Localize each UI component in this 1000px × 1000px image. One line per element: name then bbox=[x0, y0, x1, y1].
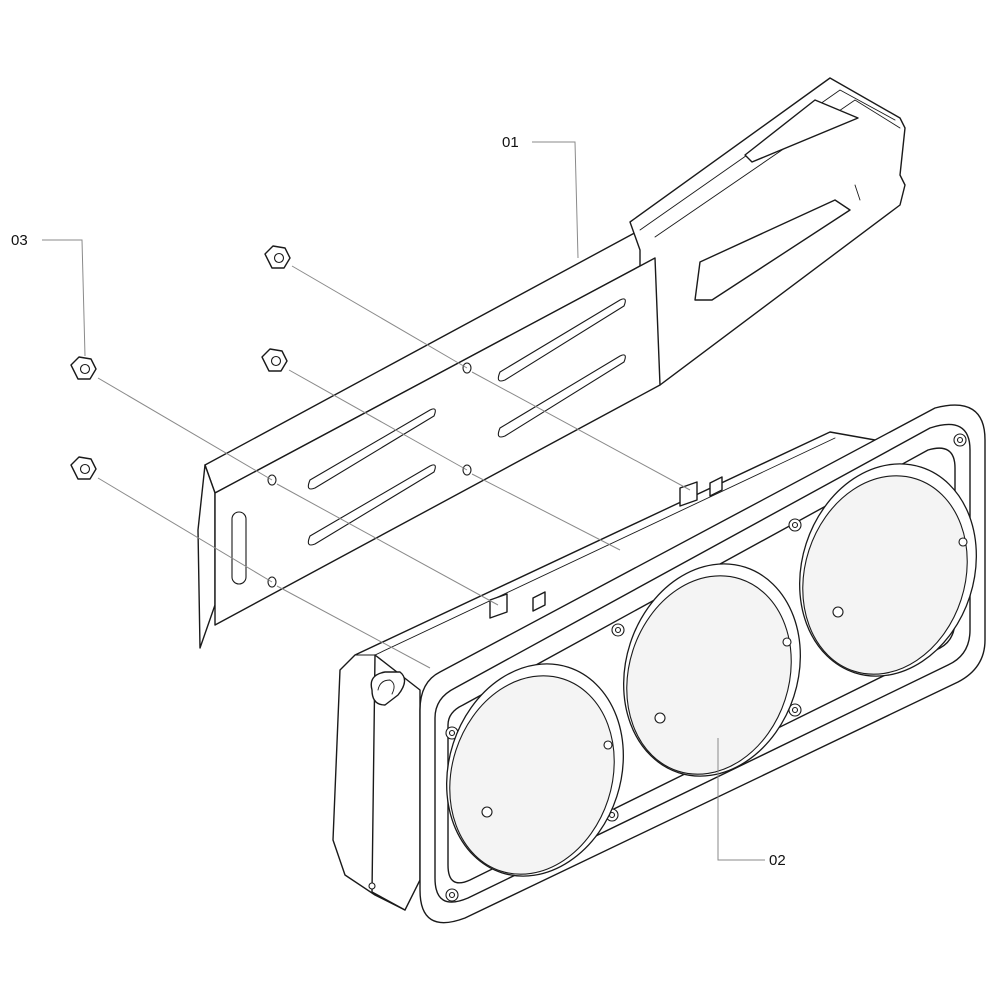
plate-slots bbox=[307, 298, 626, 546]
bracket-flange bbox=[197, 464, 216, 649]
nut-icon bbox=[70, 356, 97, 380]
lamp-lens-right bbox=[799, 463, 977, 677]
lamp-lens-center bbox=[623, 563, 801, 777]
callout-01: 01 bbox=[502, 134, 579, 259]
callout-label-01: 01 bbox=[502, 134, 519, 151]
arm-cutout-lower bbox=[694, 199, 851, 301]
callout-label-02: 02 bbox=[769, 852, 786, 869]
nut-icon bbox=[264, 245, 291, 269]
mounting-bracket bbox=[197, 77, 906, 649]
callout-03: 03 bbox=[11, 232, 86, 357]
callout-label-03: 03 bbox=[11, 232, 28, 249]
nut-icon bbox=[70, 456, 97, 480]
lamp-side-loop bbox=[370, 671, 406, 706]
flange-slot bbox=[231, 511, 247, 585]
assembly-axis-lines bbox=[97, 265, 691, 669]
nut-icon bbox=[261, 348, 288, 372]
callout-02: 02 bbox=[717, 738, 786, 869]
lamp-housing-side bbox=[371, 654, 421, 911]
flange-nuts bbox=[70, 245, 291, 480]
arm-cutout-upper bbox=[744, 99, 859, 163]
tail-lamp-assembly bbox=[332, 404, 986, 924]
lamp-lens-left bbox=[446, 663, 624, 877]
mounting-studs bbox=[489, 476, 723, 619]
